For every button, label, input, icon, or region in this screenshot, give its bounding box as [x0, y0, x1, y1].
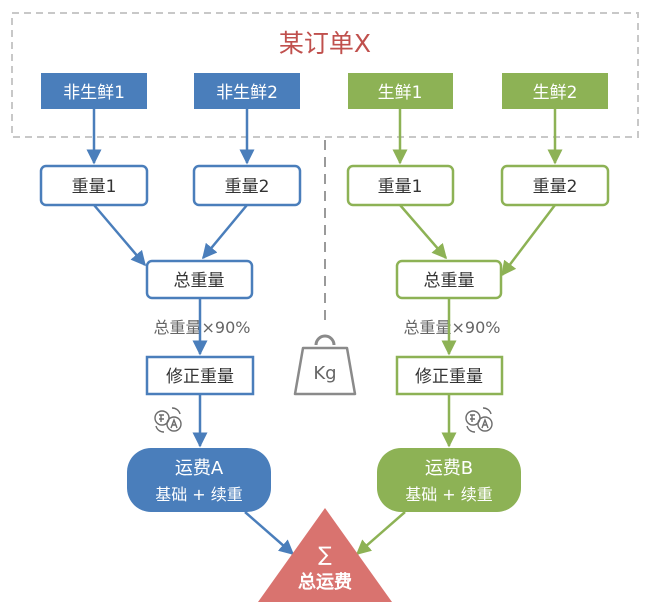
freight-b-subtitle: 基础 + 续重: [405, 485, 493, 504]
weight-scale-icon: Kg: [293, 334, 357, 396]
calculation-icon: [154, 407, 182, 433]
fresh-formula: 总重量×90%: [404, 318, 501, 337]
total-freight-label: 总运费: [298, 571, 352, 593]
fresh-corrected-weight-label: 修正重量: [415, 367, 483, 387]
non-fresh-weight-2-label: 重量2: [225, 177, 270, 197]
order-title: 某订单X: [279, 29, 371, 58]
order-frame: [11, 12, 639, 138]
weight-scale-label: Kg: [313, 363, 336, 384]
calculation-icon: [465, 407, 493, 433]
non-fresh-corrected-weight: [145, 355, 255, 396]
freight-a-title: 运费A: [175, 458, 224, 479]
arrow-freight-b-to-total: [355, 511, 406, 555]
fresh-item-2: [502, 73, 608, 109]
arrow-weight2-to-total: [202, 204, 248, 260]
fresh-item-1-label: 生鲜1: [378, 83, 423, 103]
fresh-corrected-weight: [395, 355, 504, 396]
non-fresh-branch: 非生鲜1 非生鲜2 重量1 重量2 总重量 总重量×90% 修正重量 运费A 基…: [39, 73, 302, 555]
freight-a-subtitle: 基础 + 续重: [155, 485, 243, 504]
total-freight-triangle: [258, 508, 392, 602]
non-fresh-weight-1-label: 重量1: [72, 177, 117, 197]
non-fresh-item-2: [194, 73, 300, 109]
non-fresh-item-2-label: 非生鲜2: [216, 83, 278, 103]
non-fresh-formula: 总重量×90%: [154, 318, 251, 337]
non-fresh-total-weight-label: 总重量: [174, 271, 225, 291]
non-fresh-item-1: [41, 73, 147, 109]
fresh-weight-1-label: 重量1: [378, 177, 423, 197]
total-freight: ∑ 总运费: [258, 508, 392, 602]
non-fresh-item-1-label: 非生鲜1: [63, 83, 125, 103]
arrow-freight-a-to-total: [244, 511, 295, 555]
fresh-item-1: [348, 73, 453, 109]
fresh-item-2-label: 生鲜2: [533, 83, 578, 103]
freight-b-title: 运费B: [425, 458, 473, 479]
arrow-fw1-to-total: [399, 204, 447, 260]
arrow-fw2-to-total: [501, 204, 556, 277]
fresh-branch: 生鲜1 生鲜2 重量1 重量2 总重量 总重量×90% 修正重量 运费B 基础 …: [346, 73, 610, 555]
freight-b: [377, 448, 521, 512]
non-fresh-corrected-weight-label: 修正重量: [166, 367, 234, 387]
freight-a: [127, 448, 271, 512]
fresh-weight-2-label: 重量2: [533, 177, 578, 197]
fresh-total-weight-label: 总重量: [424, 271, 475, 291]
sum-icon: ∑: [318, 542, 332, 566]
arrow-weight1-to-total: [93, 204, 146, 267]
